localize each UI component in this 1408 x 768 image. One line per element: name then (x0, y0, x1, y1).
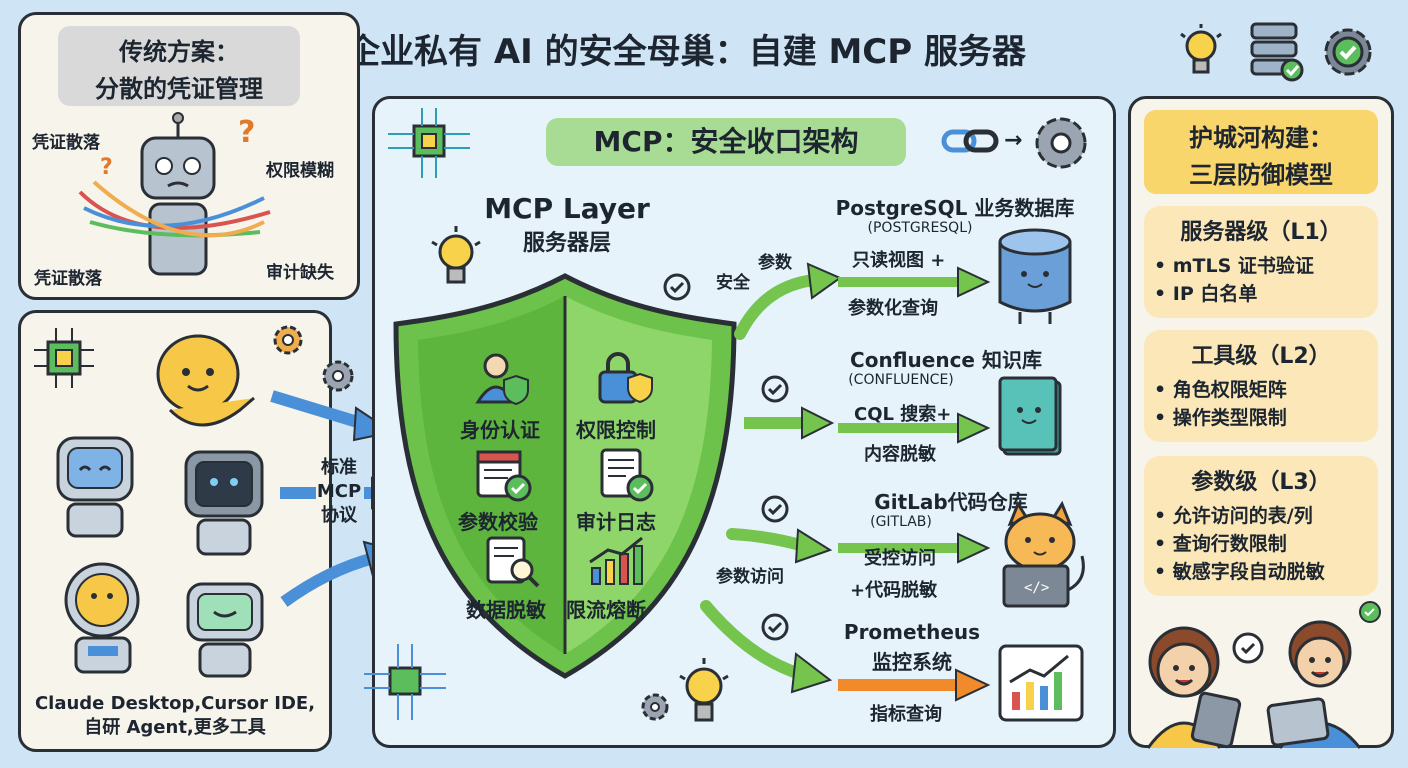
arrow-label: 参数 (758, 253, 792, 273)
action-label: +代码脱敏 (850, 580, 938, 601)
target-name: Prometheus (843, 620, 981, 644)
action-arrow (838, 668, 991, 702)
data-mask-icon (486, 536, 540, 588)
target-name: Confluence 知识库 (850, 348, 1042, 372)
check-icon (761, 375, 789, 403)
level-heading: 服务器级（L1） (1180, 220, 1342, 245)
defense-title: 护城河构建： 三层防御模型 (1144, 110, 1378, 194)
target-arrow (700, 600, 833, 694)
protocol-label: 标准 MCP 协议 (316, 457, 362, 526)
trad-label: 权限模糊 (266, 161, 334, 181)
shield-item-label: 数据脱敏 (466, 598, 546, 622)
page-title: 企业私有 AI 的安全母巢：自建 MCP 服务器 (346, 32, 1027, 72)
level-item: • 角色权限矩阵 (1154, 379, 1287, 401)
client-robot-icon (64, 562, 140, 674)
confused-robot-icon: ? ? (78, 112, 271, 276)
trad-label: 凭证散落 (34, 269, 102, 289)
audit-log-icon (600, 448, 654, 502)
gear-icon (273, 325, 303, 355)
defense-level-l2: 工具级（L2） • 角色权限矩阵 • 操作类型限制 (1144, 330, 1378, 442)
defense-level-l1: 服务器级（L1） • mTLS 证书验证 • IP 白名单 (1144, 206, 1378, 318)
client-avatar-icon (156, 334, 255, 427)
level-item: • 查询行数限制 (1154, 533, 1287, 555)
action-arrow (838, 266, 991, 298)
mcp-layer-title: MCP Layer 服务器层 (484, 192, 650, 256)
trad-label: 审计缺失 (266, 263, 334, 283)
action-label: 只读视图 + (852, 250, 946, 271)
shield-item-label: 参数校验 (458, 510, 538, 534)
lightbulb-icon (1180, 24, 1222, 74)
level-item: • 操作类型限制 (1154, 407, 1287, 429)
gear-icon (641, 693, 669, 721)
gear-icon (1035, 117, 1087, 169)
kids-tablet-illustration (1146, 601, 1381, 749)
shield-item-label: 权限控制 (576, 418, 656, 442)
client-robot-icon (184, 450, 264, 556)
action-label: 受控访问 (864, 548, 936, 569)
client-robot-icon (186, 582, 264, 678)
client-robot-icon (56, 436, 134, 538)
level-heading: 参数级（L3） (1191, 470, 1331, 495)
chip-icon (388, 108, 470, 178)
chip-icon (34, 328, 94, 388)
chart-monitor-icon (998, 644, 1084, 722)
check-icon (761, 495, 789, 523)
target-arrow (744, 406, 835, 440)
lightbulb-icon (679, 658, 729, 722)
arrow-label: 参数访问 (716, 567, 784, 587)
arrow-label: 安全 (716, 273, 750, 293)
svg-text:?: ? (100, 155, 113, 180)
target-name: GitLab代码仓库 (874, 490, 1028, 514)
target-sub: (GITLAB) (870, 514, 932, 530)
target-arrow (734, 262, 843, 340)
svg-text:?: ? (238, 115, 255, 150)
action-label: 参数化查询 (848, 298, 938, 319)
target-name: PostgreSQL 业务数据库 (835, 196, 1075, 220)
user-shield-icon (475, 353, 529, 406)
action-label: CQL 搜索+ (854, 404, 952, 425)
book-icon (998, 376, 1062, 456)
target-sub: (CONFLUENCE) (848, 372, 954, 388)
cat-laptop-icon: </> (1002, 500, 1085, 608)
cylinder-database-icon (998, 228, 1072, 324)
defense-level-l3: 参数级（L3） • 允许访问的表/列 • 查询行数限制 • 敏感字段自动脱敏 (1144, 456, 1378, 596)
shield-icon (393, 273, 737, 679)
document-check-icon (476, 450, 532, 502)
level-item: • 敏感字段自动脱敏 (1154, 561, 1325, 583)
chain-link-icon (941, 129, 999, 153)
shield-item-label: 身份认证 (460, 418, 540, 442)
lightbulb-icon (431, 226, 481, 284)
arrow-glyph: → (1004, 128, 1023, 153)
gear-icon (322, 360, 354, 392)
trad-label: 凭证散落 (32, 133, 100, 153)
check-icon (663, 273, 691, 301)
traditional-heading: 传统方案： 分散的凭证管理 (58, 26, 300, 106)
level-heading: 工具级（L2） (1191, 344, 1331, 369)
shield-item-label: 审计日志 (576, 510, 656, 534)
target-sub: (POSTGRESQL) (867, 220, 973, 236)
level-item: • 允许访问的表/列 (1154, 505, 1313, 527)
target-arrow (726, 528, 833, 564)
target-name-line2: 监控系统 (872, 650, 952, 674)
check-icon (761, 613, 789, 641)
lock-shield-icon (598, 352, 653, 404)
level-item: • mTLS 证书验证 (1154, 255, 1314, 277)
gear-check-icon (1324, 28, 1372, 76)
database-icon (1250, 22, 1304, 82)
action-arrow (838, 412, 991, 444)
architecture-banner: MCP：安全收口架构 (546, 118, 906, 166)
svg-text:</>: </> (1024, 580, 1049, 596)
level-item: • IP 白名单 (1154, 283, 1258, 305)
action-label: 内容脱敏 (864, 444, 936, 465)
action-label: 指标查询 (870, 704, 942, 725)
trend-chart-icon (589, 536, 643, 585)
action-arrow (838, 532, 991, 564)
chip-icon (364, 644, 446, 720)
shield-item-label: 限流熔断 (566, 598, 646, 622)
clients-caption: Claude Desktop,Cursor IDE, 自研 Agent,更多工具 (34, 693, 316, 738)
